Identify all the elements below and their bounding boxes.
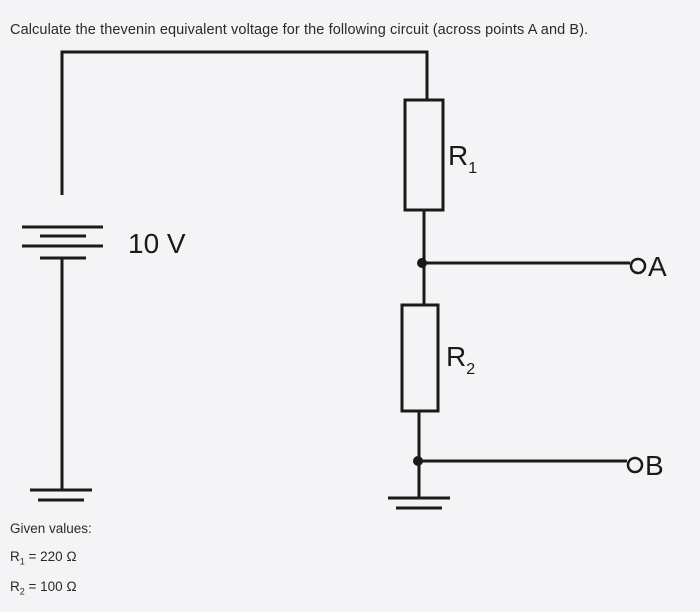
given-values: Given values: R1 = 220 Ω R2 = 100 Ω	[10, 522, 92, 611]
given-r2: R2 = 100 Ω	[10, 579, 77, 597]
resistor-r1	[403, 98, 445, 212]
ground-left-symbol	[30, 488, 92, 502]
resistor-r2	[400, 303, 440, 413]
resistor-r1-label: R1	[448, 140, 477, 177]
question-text: Calculate the thevenin equivalent voltag…	[10, 22, 589, 38]
top-wire	[60, 50, 429, 195]
given-r1: R1 = 220 Ω	[10, 548, 77, 567]
terminal-a-label: A	[648, 251, 667, 282]
battery-symbol	[22, 225, 103, 260]
given-heading: Given values:	[10, 521, 92, 536]
source-voltage-label: 10 V	[128, 228, 186, 259]
resistor-r2-label: R2	[446, 341, 475, 378]
terminal-b-label: B	[645, 450, 664, 481]
terminal-b-circle[interactable]	[626, 456, 644, 474]
ground-right-symbol	[388, 496, 450, 510]
terminal-a-circle[interactable]	[629, 257, 647, 275]
